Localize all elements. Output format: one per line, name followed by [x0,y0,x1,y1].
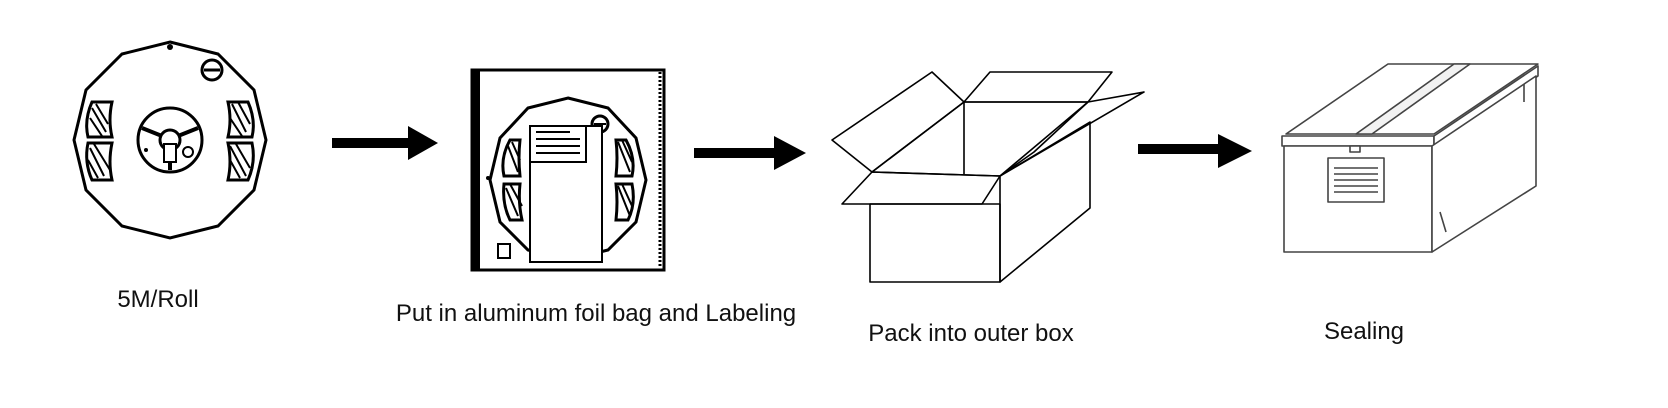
arrow-icon [1138,134,1252,168]
step-foil-bag [470,68,666,272]
step-open-box [828,68,1148,290]
arrow-icon [332,126,438,160]
step-caption-reel: 5M/Roll [117,286,199,313]
open-box-icon [831,71,1145,283]
reel-icon [72,40,268,240]
step-caption-foil-bag: Put in aluminum foil bag and Labeling [395,300,797,327]
foil-bag-icon [470,68,666,272]
arrow-icon [694,136,806,170]
step-caption-outer-box: Pack into outer box [868,320,1074,347]
step-reel [70,40,270,240]
step-caption-sealing: Sealing [1323,318,1405,345]
step-sealed-box [1280,62,1542,258]
sealed-box-icon [1281,63,1539,253]
